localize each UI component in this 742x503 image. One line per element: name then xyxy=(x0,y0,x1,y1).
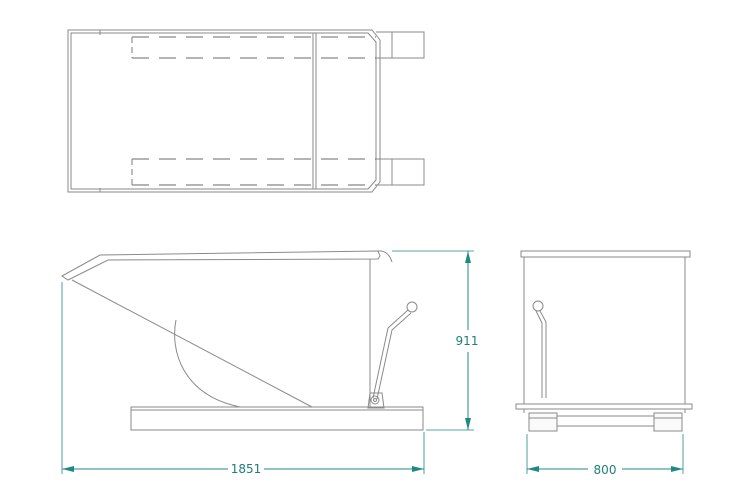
dimension-length: 1851 xyxy=(61,282,425,476)
side-view-top-rail xyxy=(61,250,381,281)
front-view-fork-pocket-left xyxy=(528,412,558,432)
dimension-width: 800 xyxy=(526,434,684,477)
top-view-body-outline xyxy=(67,29,381,193)
side-view-rocker xyxy=(174,319,241,408)
front-view-handle xyxy=(532,300,547,398)
fork-pocket-upper xyxy=(131,31,425,59)
side-view-base xyxy=(130,406,424,431)
dimension-length-label: 1851 xyxy=(231,462,262,476)
front-view-fork-pocket-right xyxy=(653,412,683,432)
dimension-height: 911 xyxy=(392,250,479,431)
front-view-top-rail xyxy=(520,250,691,258)
release-handle xyxy=(367,301,418,409)
top-view-inner-rim xyxy=(70,32,377,190)
top-view xyxy=(67,29,425,193)
front-view-base-plate xyxy=(515,403,693,410)
front-view xyxy=(515,250,693,432)
fork-pocket-lower xyxy=(131,158,425,186)
side-view-slope xyxy=(71,279,313,408)
side-view xyxy=(61,250,424,431)
dimension-height-label: 911 xyxy=(456,334,479,348)
dimension-width-label: 800 xyxy=(594,463,617,477)
